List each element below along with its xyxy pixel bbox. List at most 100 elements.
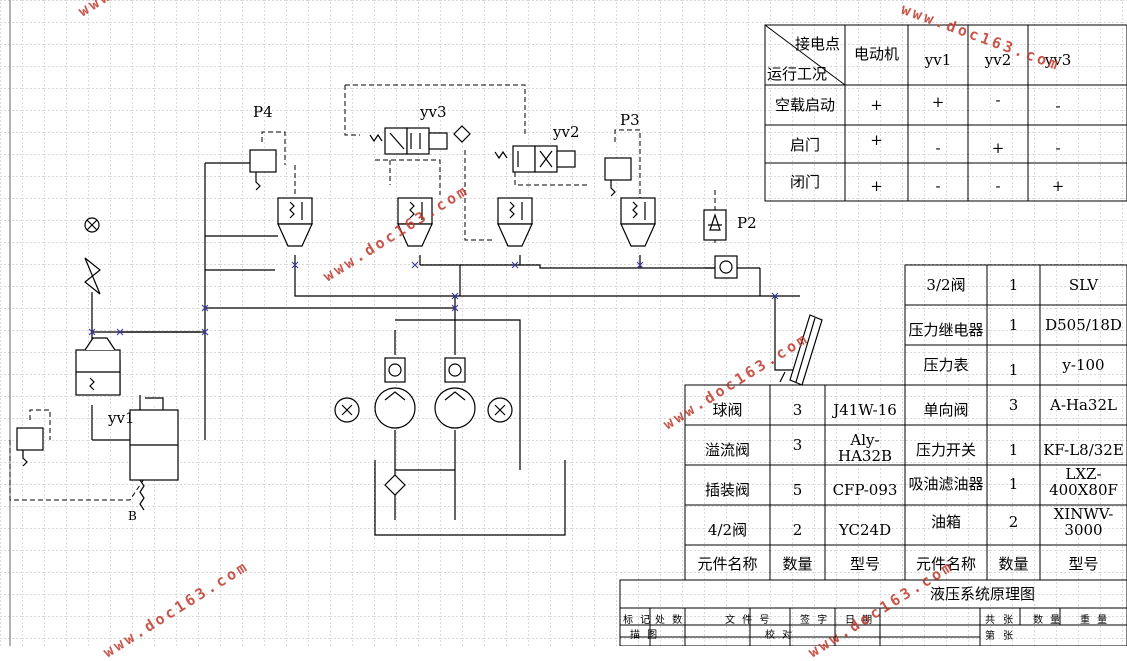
label-p3: P3 xyxy=(620,111,640,129)
pipe-to-cylinder xyxy=(760,295,800,371)
op-cell: - xyxy=(935,139,941,157)
grid-background xyxy=(0,0,1127,646)
tb-docno: 文 件 号 xyxy=(725,615,772,626)
op-cell: + xyxy=(991,139,1005,157)
part-qty: 3 xyxy=(792,436,803,454)
part-model: KF-L8/32E xyxy=(1043,441,1124,459)
op-cell: - xyxy=(995,91,1001,109)
op-col-yv1: yv1 xyxy=(924,51,952,69)
op-cell: - xyxy=(995,177,1001,195)
relief-valve-p4 xyxy=(249,149,277,191)
op-cell: - xyxy=(1055,139,1061,157)
op-cell: - xyxy=(1055,97,1061,115)
part-qty: 3 xyxy=(1008,396,1019,414)
pressure-switch-p2 xyxy=(703,209,727,241)
tank xyxy=(374,460,566,536)
part-qty: 2 xyxy=(1008,513,1019,531)
hydraulic-schematic xyxy=(0,0,1127,646)
solenoid-valve-yv2 xyxy=(494,145,576,173)
drawing-title: 液压系统原理图 xyxy=(930,585,1036,603)
label-yv1: yv1 xyxy=(108,409,135,427)
op-cell: + xyxy=(1051,177,1065,195)
cartridge-valve-4 xyxy=(620,197,656,247)
tb-weight: 重 量 xyxy=(1080,615,1110,626)
part-qty: 1 xyxy=(1008,441,1019,459)
tb-drawn: 描 图 xyxy=(630,630,660,641)
op-col-motor: 电动机 xyxy=(853,45,899,63)
op-row-label: 空载启动 xyxy=(774,96,835,114)
part-model: A-Ha32L xyxy=(1050,396,1117,414)
op-corner-top: 接电点 xyxy=(795,35,841,53)
part-name: 油箱 xyxy=(930,513,961,531)
label-p4: P4 xyxy=(253,103,273,121)
cartridge-valve-2 xyxy=(397,197,433,247)
part-name: 单向阀 xyxy=(923,401,969,419)
part-name: 压力开关 xyxy=(915,441,976,459)
part-name: 球阀 xyxy=(712,401,743,419)
part-model: XINWV- 3000 xyxy=(1053,505,1114,539)
op-cell: + xyxy=(870,96,883,114)
part-qty: 1 xyxy=(1008,276,1019,294)
op-row-label: 闭门 xyxy=(789,173,820,191)
part-name: 4/2阀 xyxy=(707,521,748,539)
part-name: 吸油滤油器 xyxy=(908,475,984,493)
tb-total: 共 xyxy=(985,615,997,626)
part-qty: 1 xyxy=(1008,361,1019,379)
tb-sheetno-unit: 张 xyxy=(1003,631,1015,642)
part-model: LXZ- 400X80F xyxy=(1049,465,1118,499)
part-model: Aly- HA32B xyxy=(837,431,893,465)
op-corner-bottom: 运行工况 xyxy=(767,65,828,83)
header-qty-2: 数量 xyxy=(998,555,1029,573)
part-qty: 5 xyxy=(792,481,803,499)
accumulator-valve xyxy=(75,337,121,396)
header-qty: 数量 xyxy=(782,555,813,573)
hydraulic-cylinder xyxy=(779,314,823,386)
op-cell: + xyxy=(931,93,945,111)
part-model: CFP-093 xyxy=(832,481,898,499)
part-model: SLV xyxy=(1068,276,1099,294)
cartridge-valve-1 xyxy=(277,197,313,247)
op-cell: - xyxy=(935,177,941,195)
label-b: B xyxy=(128,509,137,523)
tb-sheets: 张 xyxy=(1003,615,1015,626)
part-name: 压力表 xyxy=(923,356,969,374)
part-name: 插装阀 xyxy=(704,481,750,499)
op-cell: + xyxy=(870,177,883,195)
header-name: 元件名称 xyxy=(697,555,758,573)
tb-count: 处 数 xyxy=(655,615,685,626)
pipe-pumps xyxy=(394,296,521,470)
header-model: 型号 xyxy=(849,555,880,573)
op-col-yv2: yv2 xyxy=(984,51,1012,69)
part-name: 溢流阀 xyxy=(704,441,750,459)
tb-sheetno: 第 xyxy=(985,631,997,642)
part-model: YC24D xyxy=(838,521,892,539)
relief-valve-p3 xyxy=(604,157,632,197)
part-name: 3/2阀 xyxy=(926,276,966,294)
pump-right xyxy=(434,357,513,429)
tb-check: 校 对 xyxy=(765,630,795,641)
part-model: D505/18D xyxy=(1045,316,1122,334)
pump-left xyxy=(334,357,416,429)
part-model: J41W-16 xyxy=(833,401,897,419)
label-yv2: yv2 xyxy=(553,123,580,141)
op-cell: + xyxy=(870,131,883,149)
label-yv3: yv3 xyxy=(420,103,447,121)
solenoid-valve-yv3 xyxy=(369,127,448,155)
directional-valve-yv1 xyxy=(129,397,179,511)
part-qty: 1 xyxy=(1008,475,1019,493)
op-col-yv3: yv3 xyxy=(1044,51,1072,69)
check-valve xyxy=(714,255,738,279)
part-model: y-100 xyxy=(1062,356,1105,374)
part-qty: 2 xyxy=(792,521,803,539)
cartridge-valve-3 xyxy=(497,197,533,247)
pipe-manifold xyxy=(294,255,761,297)
header-name-2: 元件名称 xyxy=(915,555,976,573)
suction-filter xyxy=(384,474,406,496)
header-model-2: 型号 xyxy=(1068,555,1099,573)
filter-yv3 xyxy=(453,125,471,143)
part-qty: 1 xyxy=(1008,316,1019,334)
tb-qty: 数 量 xyxy=(1033,615,1063,626)
relief-valve-left xyxy=(16,427,44,467)
op-row-label: 启门 xyxy=(789,136,820,154)
